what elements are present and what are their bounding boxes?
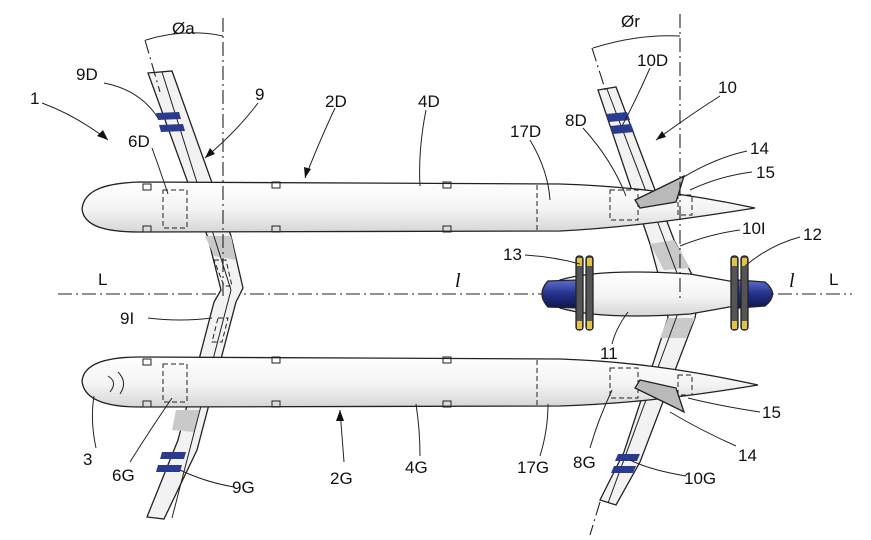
label-6D: 6D — [128, 132, 150, 151]
label-1: 1 — [30, 89, 39, 108]
upper-fuselage — [81, 174, 756, 233]
central-engine-body — [541, 255, 774, 331]
label-17D: 17D — [510, 122, 541, 141]
rear-propeller — [730, 255, 749, 331]
label-14-top: 14 — [750, 139, 769, 158]
reference-labels: Øa Ør 1 9D 9 2D 4D 6D 17D 8D 10D 10 14 1… — [30, 12, 838, 497]
label-12: 12 — [803, 225, 822, 244]
label-L-right: L — [829, 270, 838, 289]
angle-r-construction — [589, 14, 681, 536]
label-9: 9 — [255, 85, 264, 104]
label-10: 10 — [718, 78, 737, 97]
label-8G: 8G — [573, 453, 596, 472]
label-10D: 10D — [637, 51, 668, 70]
label-angle-r: Ør — [621, 12, 640, 31]
label-6G: 6G — [112, 466, 135, 485]
label-4G: 4G — [405, 458, 428, 477]
label-11: 11 — [600, 344, 618, 363]
label-l-left: l — [455, 270, 461, 292]
label-9G: 9G — [232, 478, 255, 497]
label-15-bottom: 15 — [762, 403, 781, 422]
front-propeller — [575, 255, 594, 331]
front-wing — [146, 70, 244, 520]
lower-fuselage — [81, 356, 759, 414]
label-10G: 10G — [684, 469, 716, 488]
label-2G: 2G — [330, 469, 353, 488]
label-2D: 2D — [325, 92, 347, 111]
label-14-bottom: 14 — [738, 446, 757, 465]
label-3: 3 — [83, 450, 92, 469]
label-10I: 10I — [742, 219, 766, 238]
label-8D: 8D — [565, 111, 587, 130]
leader-lines — [41, 67, 801, 488]
label-9D: 9D — [76, 65, 98, 84]
label-angle-a: Øa — [172, 19, 195, 38]
label-9I: 9I — [120, 309, 134, 328]
label-13: 13 — [503, 245, 522, 264]
label-17G: 17G — [517, 458, 549, 477]
label-15-top: 15 — [756, 163, 775, 182]
angle-a-construction — [144, 18, 224, 300]
label-l-right: l — [789, 270, 795, 292]
label-L-left: L — [98, 270, 107, 289]
label-4D: 4D — [418, 92, 440, 111]
